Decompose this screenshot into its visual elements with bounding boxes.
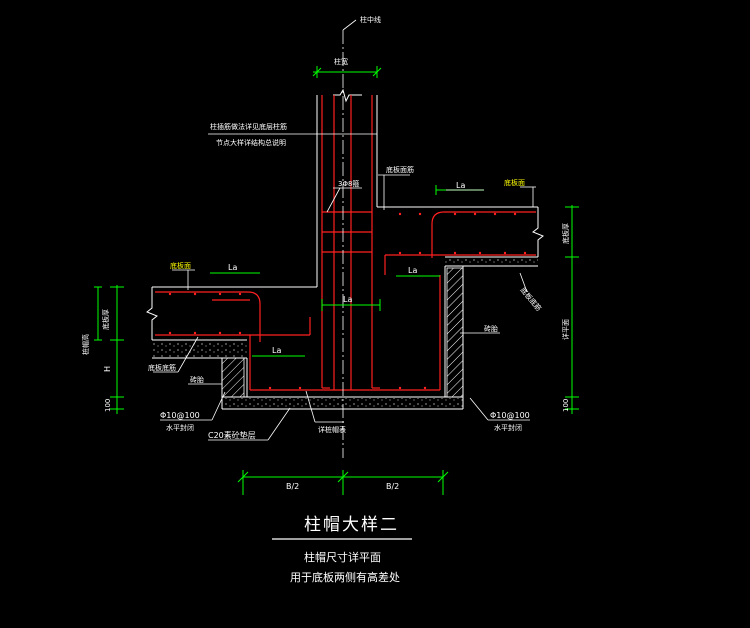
side-h-right: 底板厚 (561, 223, 570, 244)
drawing-subtitle-1: 柱帽尺寸详平面 (304, 550, 381, 564)
brick-wall-left-label: 砖胎 (190, 375, 204, 384)
note-line-2: 节点大样详结构总说明 (216, 138, 286, 147)
pilecap-height-right: 详平面 (561, 319, 570, 340)
column-width-label: 柱宽 (334, 57, 348, 66)
bottom-bar-right: 底板底筋 (518, 286, 543, 313)
mesh-left: Φ10@100 (160, 411, 200, 420)
pile-cap-bar-label: 详桩帽表 (318, 425, 346, 434)
top-bar-right-label: 底板面筋 (386, 165, 414, 174)
hoops-label: 3Φ8箍 (338, 179, 359, 188)
leader-lines (153, 133, 536, 441)
slab-cushion-left (152, 341, 247, 357)
mesh-left-sub: 水平封闭 (166, 423, 194, 432)
mesh-right: Φ10@100 (490, 411, 530, 420)
la-center-lower: La (343, 295, 352, 304)
dimension-half-right: B/2 (386, 482, 399, 491)
centerline-leader (342, 19, 357, 31)
cushion-label: C20素砼垫层 (208, 430, 256, 440)
side-h-left: 底板厚 (101, 309, 110, 330)
dimension-lines (94, 66, 579, 495)
la-center-upper: La (408, 266, 417, 275)
note-line-1: 柱插筋做法详见底层柱筋 (210, 122, 287, 131)
brick-wall-left (221, 357, 245, 398)
rebar-dots (168, 212, 527, 390)
tick-marks (312, 67, 382, 77)
right-100: 100 (562, 399, 570, 412)
cushion-layer (222, 398, 463, 409)
pilecap-height-left: 桩帽高 (81, 334, 90, 355)
la-left-lower: La (272, 346, 281, 355)
mesh-right-sub: 水平封闭 (494, 423, 522, 432)
slab-cushion-right (445, 258, 538, 266)
la-right-top: La (456, 181, 465, 190)
dimension-half-left: B/2 (286, 482, 299, 491)
brick-wall-right-label: 砖胎 (484, 324, 498, 333)
top-face-right: 底板面 (504, 178, 525, 187)
top-face-left: 底板面 (170, 261, 191, 270)
rebar (155, 95, 536, 391)
brick-wall-right (446, 267, 464, 398)
la-left-top: La (228, 263, 237, 272)
column-centerline-label: 柱中线 (360, 15, 381, 24)
drawing-subtitle-2: 用于底板两侧有高差处 (290, 570, 400, 584)
left-100: 100 (104, 399, 112, 412)
h-label: H (103, 366, 112, 372)
drawing-title: 柱帽大样二 (304, 515, 399, 535)
bottom-bar-left: 底板底筋 (148, 363, 176, 372)
